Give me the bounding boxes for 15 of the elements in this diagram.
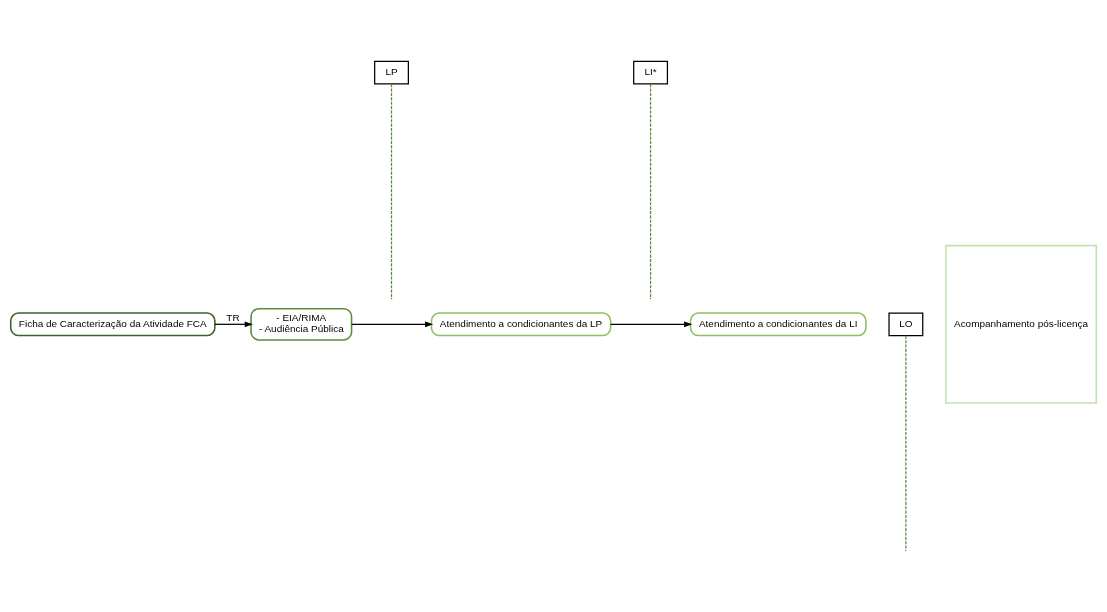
arrow bbox=[214, 321, 253, 328]
node-box: Acompanhamento pós-licença bbox=[945, 244, 1098, 404]
arrow bbox=[351, 321, 434, 328]
node-box: Atendimento a condicionantes da LP bbox=[430, 312, 612, 337]
arrow bbox=[610, 321, 693, 328]
connector bbox=[390, 83, 393, 299]
connector bbox=[905, 335, 907, 551]
node-box: LI* bbox=[633, 60, 669, 85]
edge-label: TR bbox=[226, 312, 240, 324]
node-box: Ficha de Caracterização da Atividade FCA bbox=[9, 312, 216, 337]
node-box: - EIA/RIMA - Audiência Pública bbox=[250, 307, 353, 341]
node-box: LO bbox=[888, 312, 924, 337]
node-box: Atendimento a condicionantes da LI bbox=[689, 312, 867, 337]
node-box: LP bbox=[374, 60, 409, 85]
connector bbox=[649, 83, 652, 299]
